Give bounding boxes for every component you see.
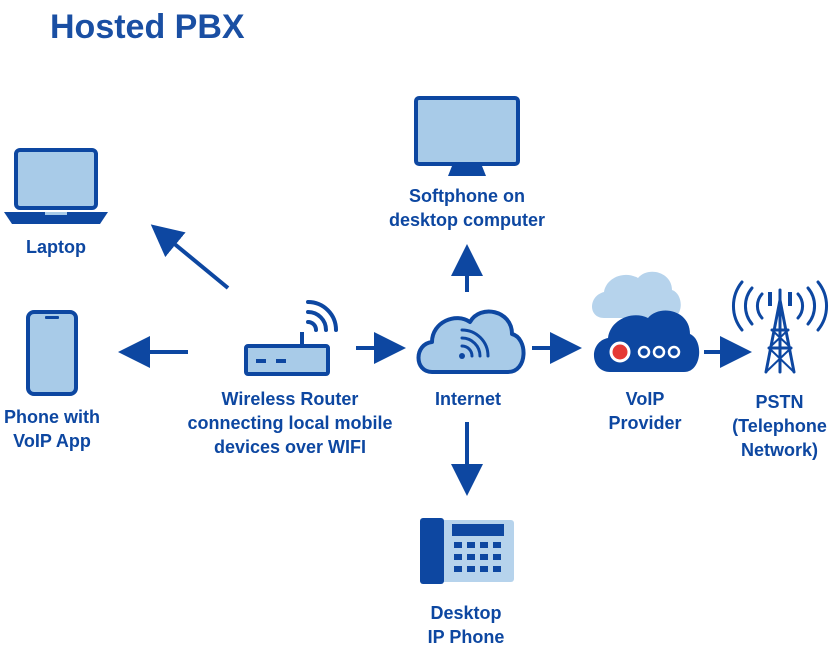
phone-app-label: Phone with VoIP App (4, 407, 100, 451)
wireless-router-icon (244, 300, 338, 376)
voip-provider-cloud-icon (592, 271, 700, 372)
diagram-title: Hosted PBX (50, 8, 245, 46)
internet-cloud-icon (416, 309, 526, 374)
router-label: Wireless Router connecting local mobile … (187, 389, 393, 457)
smartphone-icon (26, 310, 78, 396)
monitor-icon (414, 96, 520, 176)
cell-tower-icon (732, 280, 828, 374)
arrow-router-to-laptop (150, 224, 230, 290)
softphone-label: Softphone on desktop computer (388, 186, 546, 230)
internet-label: Internet (434, 389, 501, 409)
desk-phone-label: Desktop IP Phone (427, 603, 505, 647)
laptop-label: Laptop (26, 237, 86, 257)
pstn-label: PSTN (Telephone Network) (732, 392, 827, 460)
desk-phone-icon (420, 518, 514, 584)
laptop-icon (4, 148, 108, 224)
voip-provider-label: VoIP Provider (608, 389, 682, 433)
